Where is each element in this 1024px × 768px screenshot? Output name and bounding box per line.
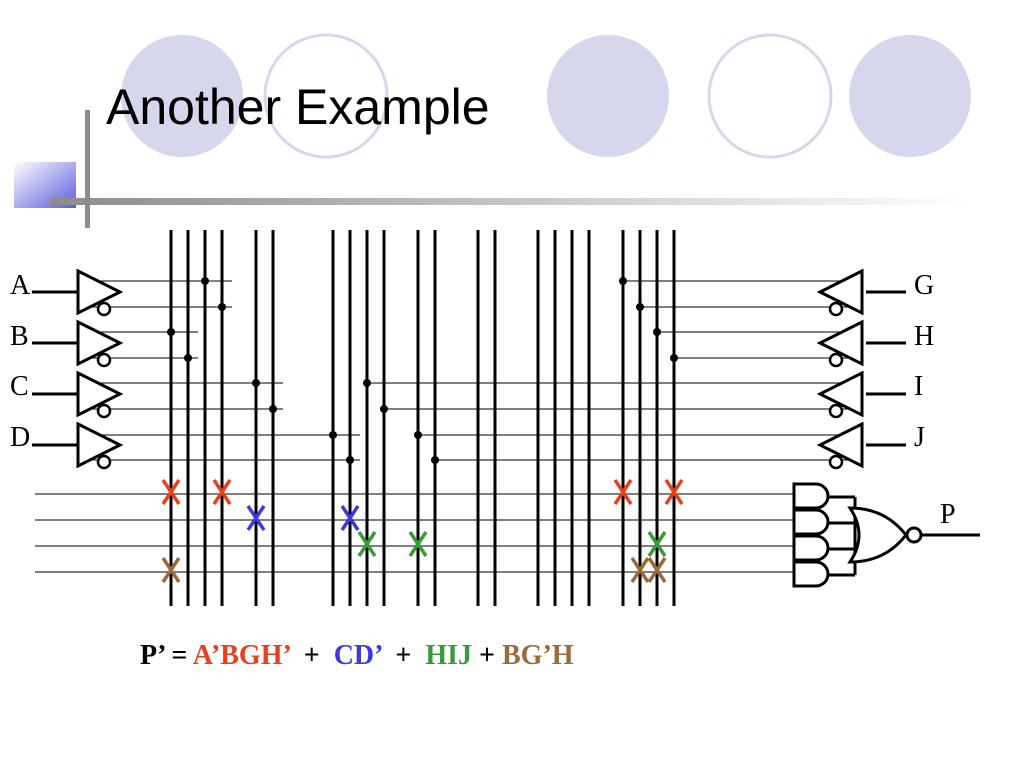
decor-circle-5 bbox=[849, 35, 971, 157]
left-buffer-bubble-2 bbox=[96, 403, 112, 419]
and-gate-3 bbox=[792, 534, 830, 562]
connection-dot-6 bbox=[269, 405, 277, 413]
x-mark-blue-2-b bbox=[340, 505, 360, 531]
input-label-h: H bbox=[914, 321, 934, 352]
decor-horizontal-rule bbox=[50, 198, 970, 205]
left-buffer-2 bbox=[76, 370, 124, 418]
connection-x-marks bbox=[161, 479, 684, 583]
nor-gate bbox=[847, 506, 908, 564]
decor-circle-3 bbox=[547, 35, 669, 157]
right-buffer-bubble-3 bbox=[828, 454, 844, 470]
input-horizontal-lines bbox=[90, 280, 860, 461]
connection-dot-13 bbox=[363, 379, 371, 387]
x-mark-red-4-b bbox=[664, 479, 684, 505]
connection-dot-15 bbox=[414, 431, 422, 439]
left-buffer-bubble-1 bbox=[96, 352, 112, 368]
x-mark-brown-2-b bbox=[630, 557, 650, 583]
connection-dot-5 bbox=[252, 379, 260, 387]
and-gate-4 bbox=[792, 560, 830, 588]
right-input-buffers bbox=[816, 268, 864, 470]
output-gates bbox=[792, 482, 980, 588]
x-mark-red-1-b bbox=[161, 479, 181, 505]
x-mark-green-3-b bbox=[647, 531, 667, 557]
right-buffer-0 bbox=[816, 268, 864, 316]
slide-title: Another Example bbox=[106, 79, 490, 135]
input-label-d: D bbox=[10, 422, 30, 453]
right-buffer-bubble-0 bbox=[828, 301, 844, 317]
connection-dot-9 bbox=[619, 277, 627, 285]
decor-circle-1 bbox=[121, 35, 243, 157]
input-label-g: G bbox=[914, 270, 934, 301]
connection-dots bbox=[167, 277, 678, 464]
connection-dot-14 bbox=[380, 405, 388, 413]
input-label-c: C bbox=[10, 371, 29, 402]
connection-dot-12 bbox=[670, 354, 678, 362]
x-mark-brown-3-b bbox=[647, 557, 667, 583]
right-buffer-1 bbox=[816, 319, 864, 367]
equation-term-2: CD’ bbox=[333, 640, 382, 671]
equation: P’ = A’BGH’ + CD’ + HIJ + BG’H bbox=[140, 640, 574, 672]
output-label-p: P bbox=[940, 499, 956, 530]
and-gate-1 bbox=[792, 482, 830, 510]
left-buffer-1 bbox=[76, 319, 124, 367]
equation-plus-2: + bbox=[381, 640, 426, 671]
connection-dot-2 bbox=[218, 303, 226, 311]
connection-dot-3 bbox=[167, 328, 175, 336]
equation-plus-1: + bbox=[289, 640, 334, 671]
input-label-b: B bbox=[10, 321, 29, 352]
decor-circle-4 bbox=[707, 33, 833, 159]
input-label-i: I bbox=[914, 371, 923, 402]
left-input-leads bbox=[32, 290, 906, 447]
x-mark-red-2-b bbox=[212, 479, 232, 505]
vertical-literal-lines bbox=[169, 230, 676, 606]
connection-dot-11 bbox=[653, 328, 661, 336]
left-buffer-bubble-3 bbox=[96, 454, 112, 470]
x-mark-green-1-b bbox=[357, 531, 377, 557]
connection-dot-4 bbox=[184, 354, 192, 362]
decor-vertical-rule bbox=[85, 110, 90, 228]
connection-dot-10 bbox=[636, 303, 644, 311]
input-label-a: A bbox=[10, 270, 31, 301]
left-buffer-bubble-0 bbox=[96, 301, 112, 317]
right-buffer-2 bbox=[816, 370, 864, 418]
left-buffer-0 bbox=[76, 268, 124, 316]
x-mark-blue-1-b bbox=[246, 505, 266, 531]
x-mark-red-3-b bbox=[613, 479, 633, 505]
decor-circle-2 bbox=[263, 33, 389, 159]
equation-term-3: HIJ bbox=[425, 640, 473, 671]
connection-dot-16 bbox=[431, 456, 439, 464]
right-buffer-bubble-2 bbox=[828, 403, 844, 419]
equation-plus-3: + bbox=[472, 640, 502, 671]
right-buffer-3 bbox=[816, 421, 864, 469]
equation-term-1: A’BGH’ bbox=[192, 640, 290, 671]
equation-term-4: BG’H bbox=[502, 640, 574, 671]
and-gate-2 bbox=[792, 508, 830, 536]
connection-dot-1 bbox=[201, 277, 209, 285]
right-buffer-bubble-1 bbox=[828, 352, 844, 368]
nor-output-bubble bbox=[905, 526, 923, 544]
left-buffer-3 bbox=[76, 421, 124, 469]
connection-dot-7 bbox=[329, 431, 337, 439]
x-mark-green-2-b bbox=[408, 531, 428, 557]
connection-dot-8 bbox=[346, 456, 354, 464]
equation-prefix: P’ = bbox=[140, 640, 193, 671]
x-mark-brown-1-b bbox=[161, 557, 181, 583]
input-label-j: J bbox=[914, 422, 925, 453]
left-input-buffers bbox=[76, 268, 124, 470]
